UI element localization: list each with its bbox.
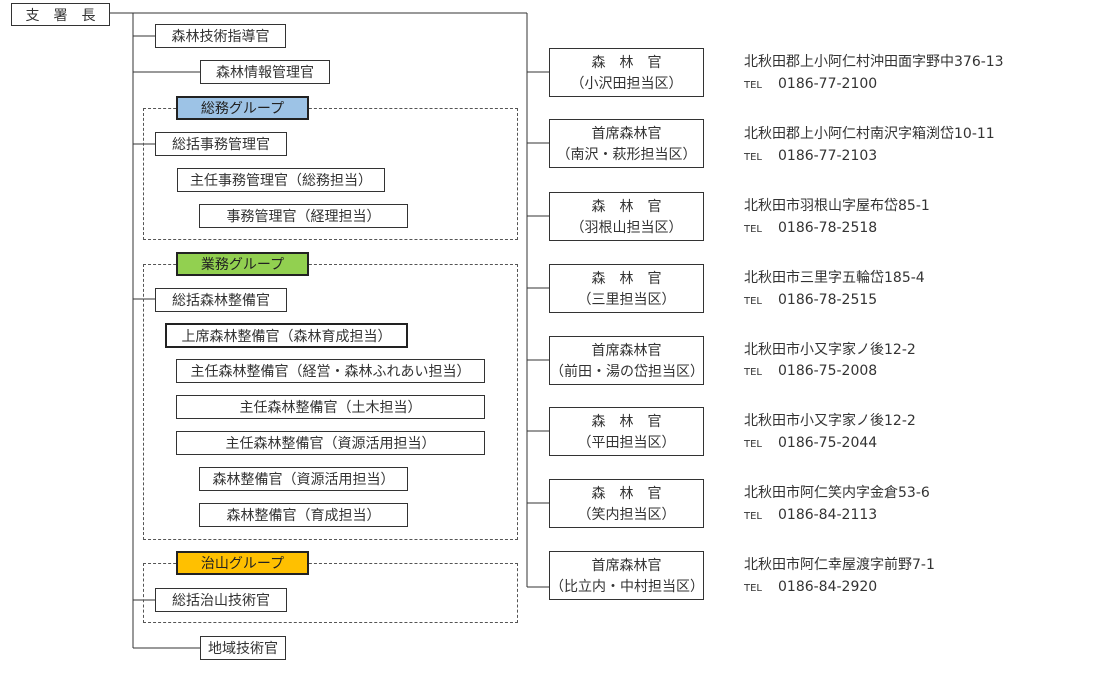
office-tel: TEL 0186-75-2044 xyxy=(744,435,877,451)
position-box: 上席森林整備官（森林育成担当） xyxy=(165,323,408,348)
head-box: 支 署 長 xyxy=(11,3,110,26)
position-label: 総括事務管理官 xyxy=(172,137,270,153)
position-label: 森林情報管理官 xyxy=(216,65,314,81)
position-box: 主任森林整備官（土木担当） xyxy=(176,395,485,419)
position-label: 主任森林整備官（資源活用担当） xyxy=(225,436,436,452)
forest-info-manager-box: 森林情報管理官 xyxy=(200,60,330,84)
office-area: （前田・湯の岱担当区） xyxy=(550,364,704,381)
position-label: 地域技術官 xyxy=(208,641,278,657)
office-address: 北秋田市羽根山字屋布岱85-1 xyxy=(744,198,930,214)
office-title: 森 林 官 xyxy=(591,413,662,430)
office-address: 北秋田市小又字家ノ後12-2 xyxy=(744,342,916,358)
position-label: 主任森林整備官（土木担当） xyxy=(239,400,422,416)
office-title: 森 林 官 xyxy=(591,485,662,502)
tel-label: TEL xyxy=(744,80,762,91)
office-tel: TEL 0186-77-2103 xyxy=(744,148,877,164)
tel-number: 0186-78-2518 xyxy=(778,220,878,236)
office-area: （三里担当区） xyxy=(577,292,676,309)
tel-number: 0186-77-2100 xyxy=(778,76,878,92)
office-tel: TEL 0186-78-2515 xyxy=(744,292,877,308)
group-label: 治山グループ xyxy=(200,556,285,572)
office-address: 北秋田市小又字家ノ後12-2 xyxy=(744,413,916,429)
tel-label: TEL xyxy=(744,583,762,594)
position-box: 総括森林整備官 xyxy=(155,288,287,312)
tel-label: TEL xyxy=(744,367,762,378)
office-address: 北秋田市阿仁笑内字金倉53-6 xyxy=(744,485,930,501)
office-title: 首席森林官 xyxy=(591,557,662,574)
general-affairs-group-label: 総務グループ xyxy=(176,96,309,120)
position-label: 主任森林整備官（経営・森林ふれあい担当） xyxy=(190,364,471,380)
office-tel: TEL 0186-75-2008 xyxy=(744,363,877,379)
position-label: 森林整備官（資源活用担当） xyxy=(212,472,395,488)
office-address: 北秋田郡上小阿仁村沖田面字野中376-13 xyxy=(744,54,1004,70)
position-label: 森林整備官（育成担当） xyxy=(226,508,381,524)
tel-number: 0186-77-2103 xyxy=(778,148,878,164)
office-area: （小沢田担当区） xyxy=(570,76,683,93)
position-box: 主任森林整備官（資源活用担当） xyxy=(176,431,485,455)
office-address: 北秋田郡上小阿仁村南沢字箱渕岱10-11 xyxy=(744,126,995,142)
tel-label: TEL xyxy=(744,439,762,450)
tel-number: 0186-75-2044 xyxy=(778,435,878,451)
position-box: 主任森林整備官（経営・森林ふれあい担当） xyxy=(176,359,485,383)
position-box: 主任事務管理官（総務担当） xyxy=(177,168,385,192)
tel-label: TEL xyxy=(744,296,762,307)
office-tel: TEL 0186-84-2113 xyxy=(744,507,877,523)
position-box: 事務管理官（経理担当） xyxy=(199,204,408,228)
tel-number: 0186-75-2008 xyxy=(778,363,878,379)
group-label: 業務グループ xyxy=(200,257,285,273)
position-box: 森林整備官（育成担当） xyxy=(199,503,408,527)
tel-number: 0186-84-2113 xyxy=(778,507,878,523)
position-label: 上席森林整備官（森林育成担当） xyxy=(181,328,392,345)
office-box: 森 林 官 （羽根山担当区） xyxy=(549,192,704,241)
operations-group-area xyxy=(143,264,518,540)
tel-label: TEL xyxy=(744,511,762,522)
office-title: 首席森林官 xyxy=(591,125,662,142)
position-box: 森林整備官（資源活用担当） xyxy=(199,467,408,491)
office-area: （笑内担当区） xyxy=(577,507,676,524)
office-tel: TEL 0186-78-2518 xyxy=(744,220,877,236)
office-box: 首席森林官 （南沢・萩形担当区） xyxy=(549,119,704,168)
position-label: 森林技術指導官 xyxy=(171,29,270,45)
tel-number: 0186-84-2920 xyxy=(778,579,878,595)
office-area: （平田担当区） xyxy=(577,435,676,452)
position-label: 総括治山技術官 xyxy=(172,593,270,609)
office-address: 北秋田市三里字五輪岱185-4 xyxy=(744,270,925,286)
office-box: 森 林 官 （平田担当区） xyxy=(549,407,704,456)
office-box: 森 林 官 （小沢田担当区） xyxy=(549,48,704,97)
position-box: 総括事務管理官 xyxy=(155,132,287,156)
office-box: 森 林 官 （三里担当区） xyxy=(549,264,704,313)
operations-group-label: 業務グループ xyxy=(176,252,309,276)
tel-label: TEL xyxy=(744,152,762,163)
position-box: 総括治山技術官 xyxy=(155,588,287,612)
position-label: 主任事務管理官（総務担当） xyxy=(190,173,372,189)
office-title: 首席森林官 xyxy=(591,342,662,359)
office-tel: TEL 0186-84-2920 xyxy=(744,579,877,595)
office-address: 北秋田市阿仁幸屋渡字前野7-1 xyxy=(744,557,935,573)
position-label: 事務管理官（経理担当） xyxy=(226,209,381,225)
group-label: 総務グループ xyxy=(200,101,285,117)
office-box: 森 林 官 （笑内担当区） xyxy=(549,479,704,528)
head-label: 支 署 長 xyxy=(25,7,96,24)
position-label: 総括森林整備官 xyxy=(172,293,270,309)
office-tel: TEL 0186-77-2100 xyxy=(744,76,877,92)
office-area: （南沢・萩形担当区） xyxy=(556,147,697,164)
office-title: 森 林 官 xyxy=(591,270,662,287)
office-title: 森 林 官 xyxy=(591,198,662,215)
erosion-control-group-area xyxy=(143,563,518,623)
regional-tech-box: 地域技術官 xyxy=(200,636,286,660)
office-box: 首席森林官 （前田・湯の岱担当区） xyxy=(549,336,704,385)
tel-label: TEL xyxy=(744,224,762,235)
forest-tech-guidance-box: 森林技術指導官 xyxy=(155,24,286,48)
office-box: 首席森林官 （比立内・中村担当区） xyxy=(549,551,704,600)
office-area: （比立内・中村担当区） xyxy=(550,579,704,596)
office-area: （羽根山担当区） xyxy=(570,220,683,237)
general-affairs-group-area xyxy=(143,108,518,240)
tel-number: 0186-78-2515 xyxy=(778,292,878,308)
office-title: 森 林 官 xyxy=(591,54,662,71)
erosion-control-group-label: 治山グループ xyxy=(176,551,309,575)
